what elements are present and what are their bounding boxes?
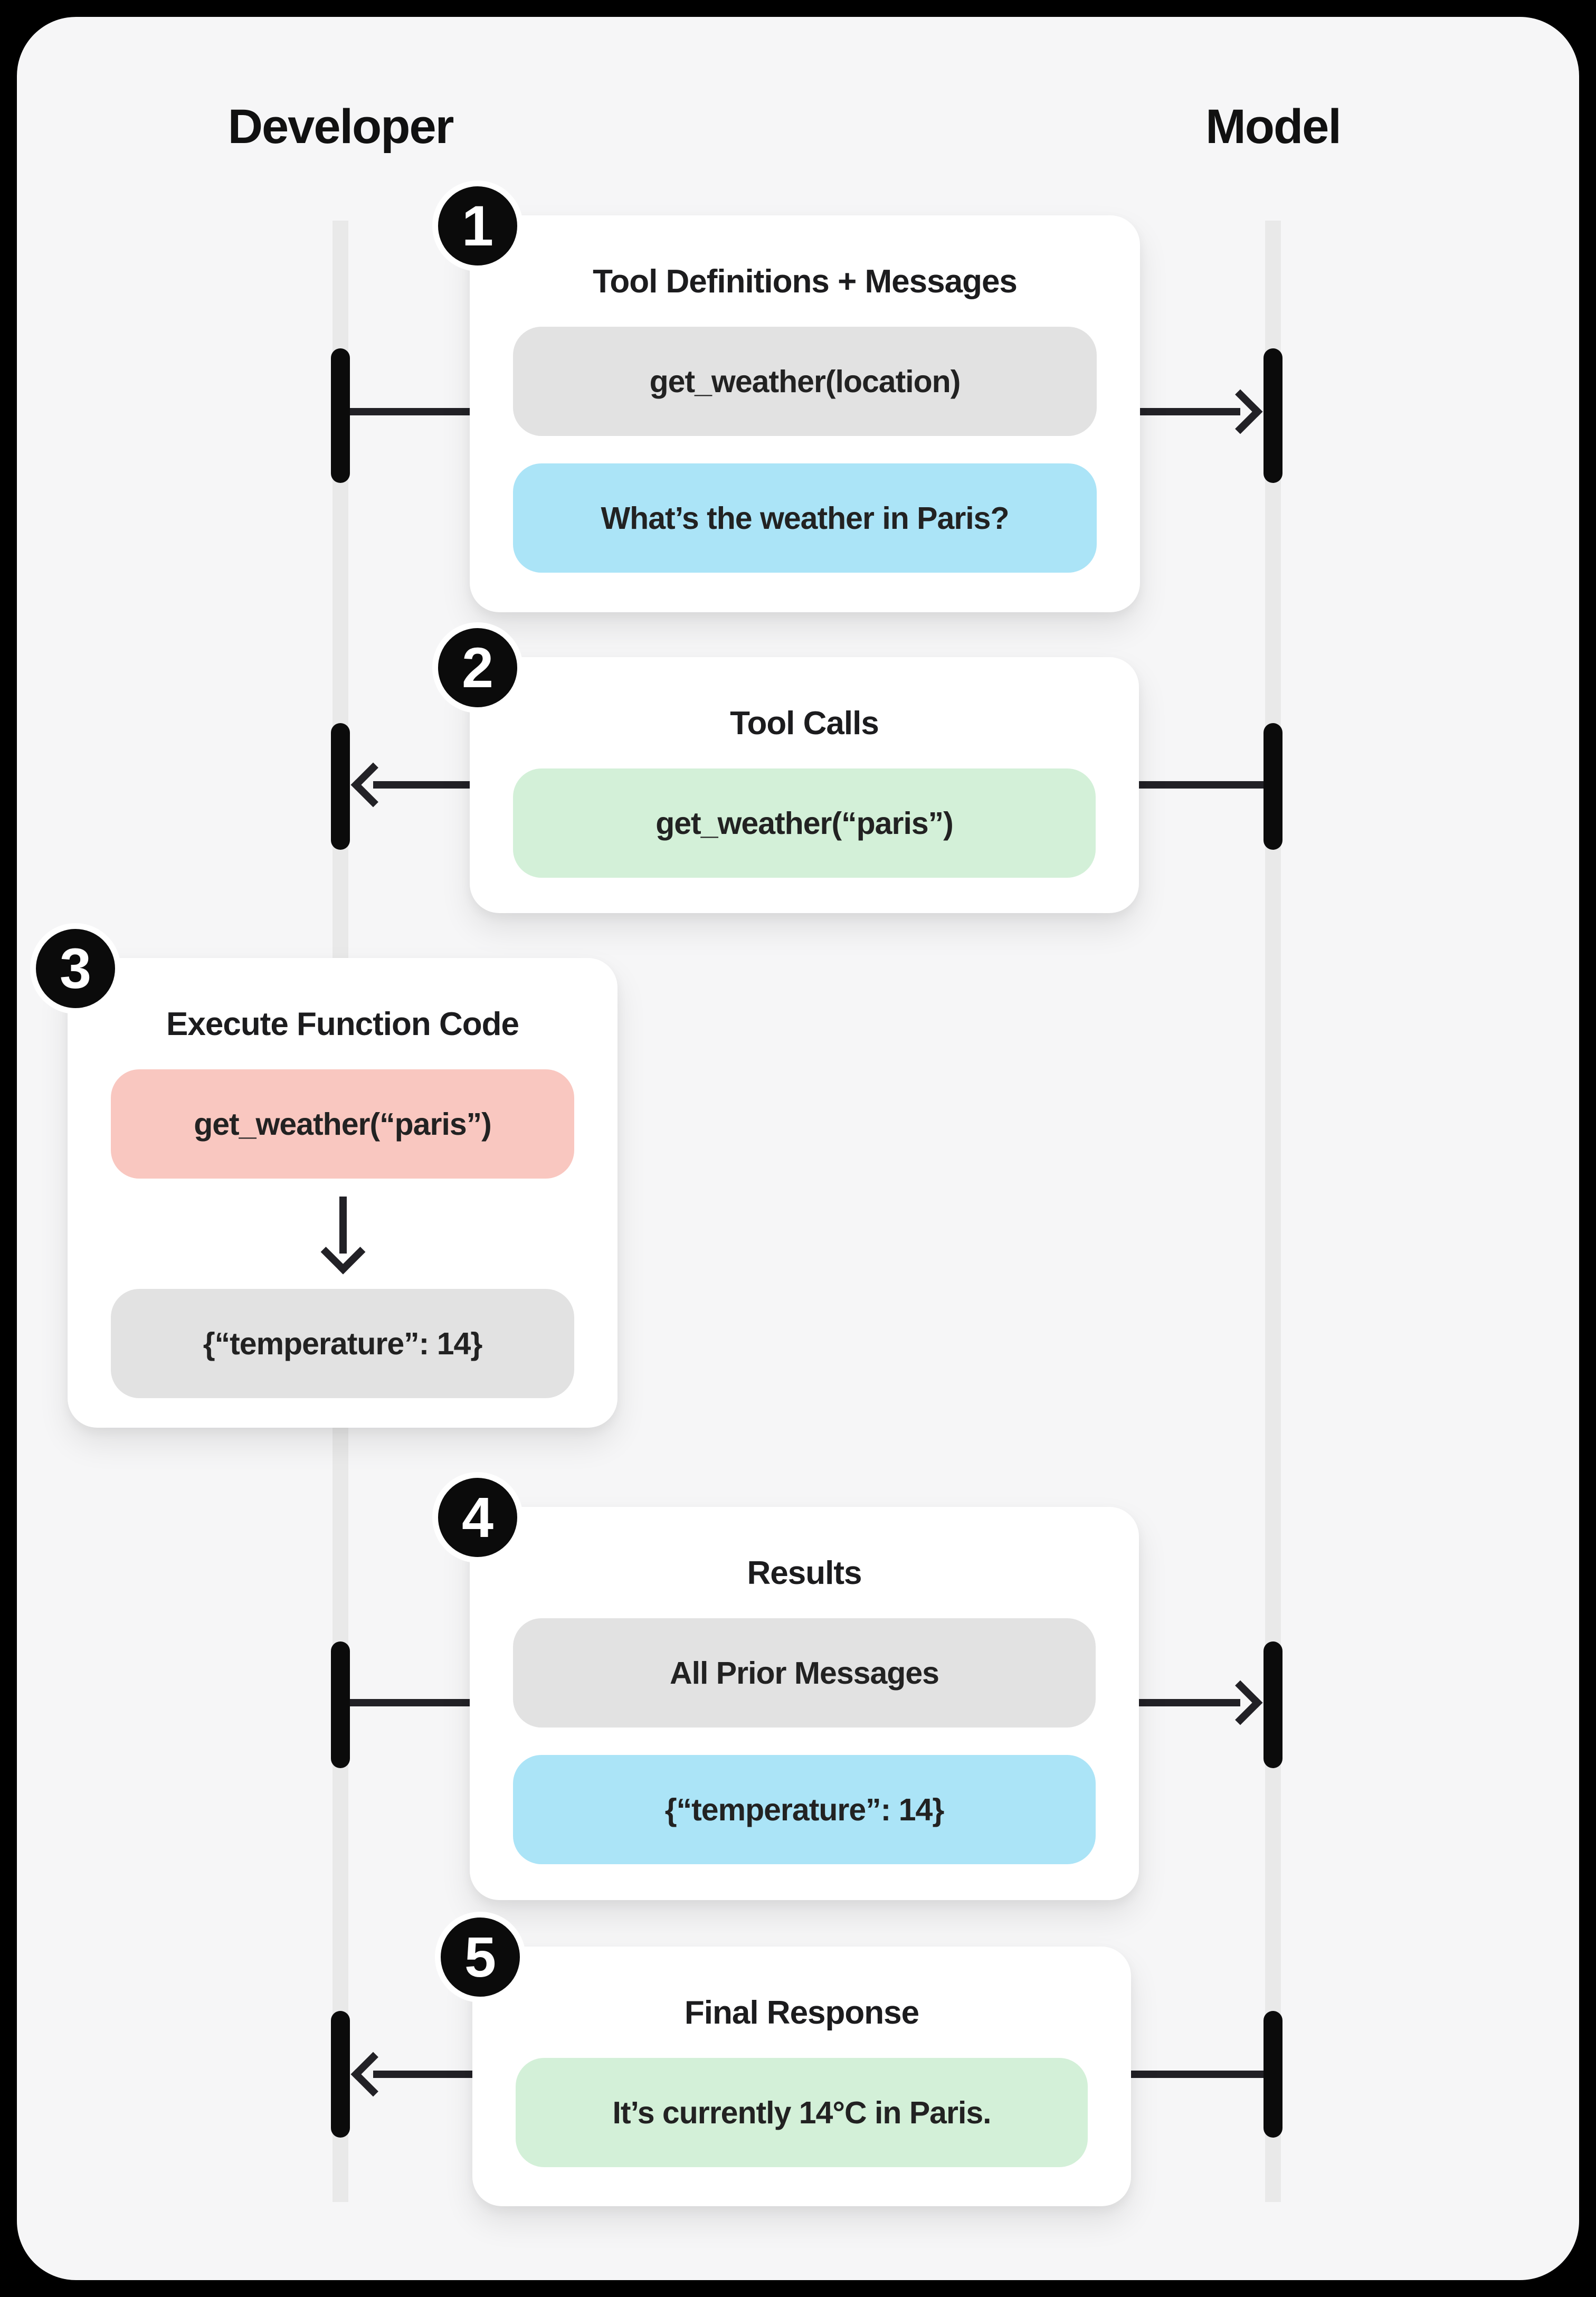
developer-activation-bar-step1 [331,348,350,483]
step2-number: 2 [461,635,494,699]
step5-arrow-line-left [373,2071,472,2078]
step4-title: Results [747,1555,862,1591]
model-activation-bar-step2 [1264,723,1282,850]
step2-number-badge: 2 [432,622,523,713]
model-lifeline [1265,221,1281,2202]
developer-activation-bar-step4 [331,1641,350,1768]
step4-arrow-line-right [1138,1699,1240,1706]
step5-arrow-line-right [1131,2071,1264,2078]
step3-card: Execute Function Code get_weather(“paris… [68,958,618,1428]
step5-card: Final Response It’s currently 14°C in Pa… [472,1947,1131,2206]
step2-arrow-line-left [373,781,470,789]
step1-arrow-line-left [350,408,470,415]
step2-title: Tool Calls [730,705,879,742]
step5-pill-final-answer: It’s currently 14°C in Paris. [516,2058,1088,2167]
step5-title: Final Response [684,1995,919,2031]
step3-down-arrowhead-icon [320,1229,366,1275]
step2-arrow-line-right [1138,781,1264,789]
step1-number: 1 [461,194,494,258]
model-activation-bar-step4 [1264,1641,1282,1768]
step4-number: 4 [461,1485,494,1549]
step1-pill-user-message: What’s the weather in Paris? [513,463,1097,573]
step1-title: Tool Definitions + Messages [593,263,1018,300]
step1-pill-tool-definition: get_weather(location) [513,327,1097,436]
step3-number: 3 [59,936,92,1000]
step4-number-badge: 4 [432,1472,523,1563]
model-activation-bar-step1 [1264,348,1282,483]
step4-arrow-line-left [350,1699,470,1706]
model-activation-bar-step5 [1264,2011,1282,2138]
step3-pill-function-call: get_weather(“paris”) [111,1069,574,1179]
step3-down-arrow-line [339,1197,347,1254]
developer-activation-bar-step2 [331,723,350,850]
step5-number: 5 [464,1925,497,1989]
step1-card: Tool Definitions + Messages get_weather(… [470,215,1140,612]
developer-actor-label: Developer [227,100,454,154]
step2-card: Tool Calls get_weather(“paris”) [470,657,1139,913]
step5-number-badge: 5 [435,1912,526,2002]
step3-pill-function-result: {“temperature”: 14} [111,1289,574,1398]
step3-number-badge: 3 [30,923,121,1014]
developer-activation-bar-step5 [331,2011,350,2138]
step1-arrow-line-right [1138,408,1240,415]
step2-pill-tool-call: get_weather(“paris”) [513,768,1096,878]
step4-card: Results All Prior Messages {“temperature… [470,1507,1139,1900]
step1-number-badge: 1 [432,181,523,271]
model-actor-label: Model [1205,100,1342,154]
step3-title: Execute Function Code [166,1006,519,1042]
step4-pill-prior-messages: All Prior Messages [513,1618,1096,1728]
step4-pill-tool-result: {“temperature”: 14} [513,1755,1096,1864]
